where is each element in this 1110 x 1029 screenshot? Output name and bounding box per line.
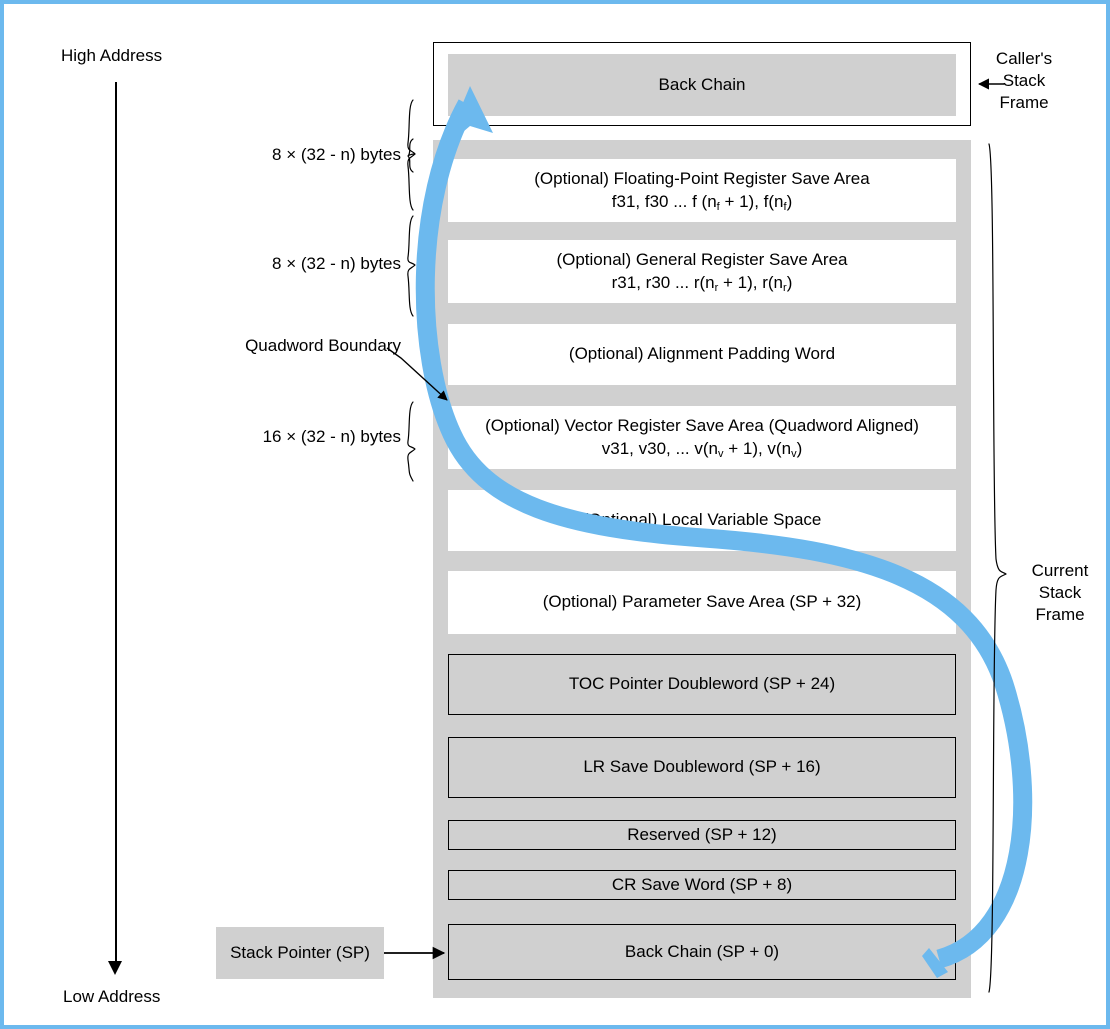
annotation-vector-size: 16 × (32 - n) bytes — [262, 427, 401, 446]
high-address-label: High Address — [61, 46, 163, 65]
slot-reserved: Reserved (SP + 12) — [448, 820, 956, 850]
brace-vector — [407, 401, 416, 482]
callout-quadword-boundary: Quadword Boundary — [245, 336, 401, 355]
current-stack-frame-label: Current Stack Frame — [1032, 560, 1089, 626]
slot-label: Back Chain — [658, 74, 746, 94]
caller-frame-label-line-1: Caller's — [995, 49, 1053, 68]
stack-pointer-box: Stack Pointer (SP) — [216, 927, 384, 979]
slot-label-line1: (Optional) Floating-Point Register Save … — [534, 169, 870, 189]
slot-label-line1: Reserved (SP + 12) — [627, 824, 777, 844]
slot-label-line1: (Optional) General Register Save Area — [556, 250, 848, 270]
brace-fpr-top — [407, 138, 416, 173]
slot-caller-back-chain: Back Chain — [448, 54, 956, 116]
slot-label-line2: r31, r30 ... r(nr + 1), r(nr) — [611, 272, 793, 294]
caller-stack-frame-label: Caller's Stack Frame — [996, 48, 1052, 114]
slot-label-line1: CR Save Word (SP + 8) — [611, 874, 793, 894]
caller-frame-label-line-3: Frame — [999, 93, 1049, 113]
low-address-label: Low Address — [63, 987, 161, 1006]
slot-local-variable-space: (Optional) Local Variable Space — [448, 490, 956, 551]
slot-vector-save-area: (Optional) Vector Register Save Area (Qu… — [448, 406, 956, 469]
slot-parameter-save-area: (Optional) Parameter Save Area (SP + 32) — [448, 571, 956, 634]
slot-label-line1: (Optional) Alignment Padding Word — [568, 344, 836, 364]
slot-label-line1: (Optional) Vector Register Save Area (Qu… — [485, 416, 919, 436]
brace-gpr — [407, 215, 416, 317]
annotation-gpr-size: 8 × (32 - n) bytes — [272, 254, 401, 273]
slot-fpr-save-area: (Optional) Floating-Point Register Save … — [448, 159, 956, 222]
annotation-fpr-size: 8 × (32 - n) bytes — [272, 145, 401, 164]
slot-label-line1: (Optional) Local Variable Space — [582, 510, 822, 530]
address-axis-arrowhead — [108, 961, 122, 975]
brace-current-stack-frame — [988, 143, 1007, 993]
brace-fpr — [407, 99, 416, 211]
slot-alignment-padding-word: (Optional) Alignment Padding Word — [448, 324, 956, 385]
slot-label-line1: LR Save Doubleword (SP + 16) — [583, 757, 821, 777]
current-frame-label-line-3: Frame — [1035, 605, 1085, 625]
slot-lr-save-doubleword: LR Save Doubleword (SP + 16) — [448, 737, 956, 798]
slot-label-line2: v31, v30, ... v(nv + 1), v(nv) — [601, 438, 803, 460]
slot-toc-pointer-doubleword: TOC Pointer Doubleword (SP + 24) — [448, 654, 956, 715]
address-axis-line — [115, 82, 117, 967]
caller-frame-label-line-2: Stack — [1002, 71, 1046, 91]
slot-back-chain-sp0: Back Chain (SP + 0) — [448, 924, 956, 980]
current-frame-label-line-2: Stack — [1038, 583, 1082, 603]
caller-stack-frame-box: Back Chain — [433, 42, 971, 126]
slot-label-line2: f31, f30 ... f (nf + 1), f(nf) — [611, 191, 793, 213]
slot-label-line1: TOC Pointer Doubleword (SP + 24) — [568, 674, 836, 694]
slot-label-line1: (Optional) Parameter Save Area (SP + 32) — [542, 592, 862, 612]
slot-label-line1: Back Chain (SP + 0) — [624, 941, 780, 961]
stack-pointer-label: Stack Pointer (SP) — [230, 943, 370, 962]
slot-cr-save-word: CR Save Word (SP + 8) — [448, 870, 956, 900]
slot-gpr-save-area: (Optional) General Register Save Area r3… — [448, 240, 956, 303]
current-frame-label-line-1: Current — [1031, 561, 1089, 580]
